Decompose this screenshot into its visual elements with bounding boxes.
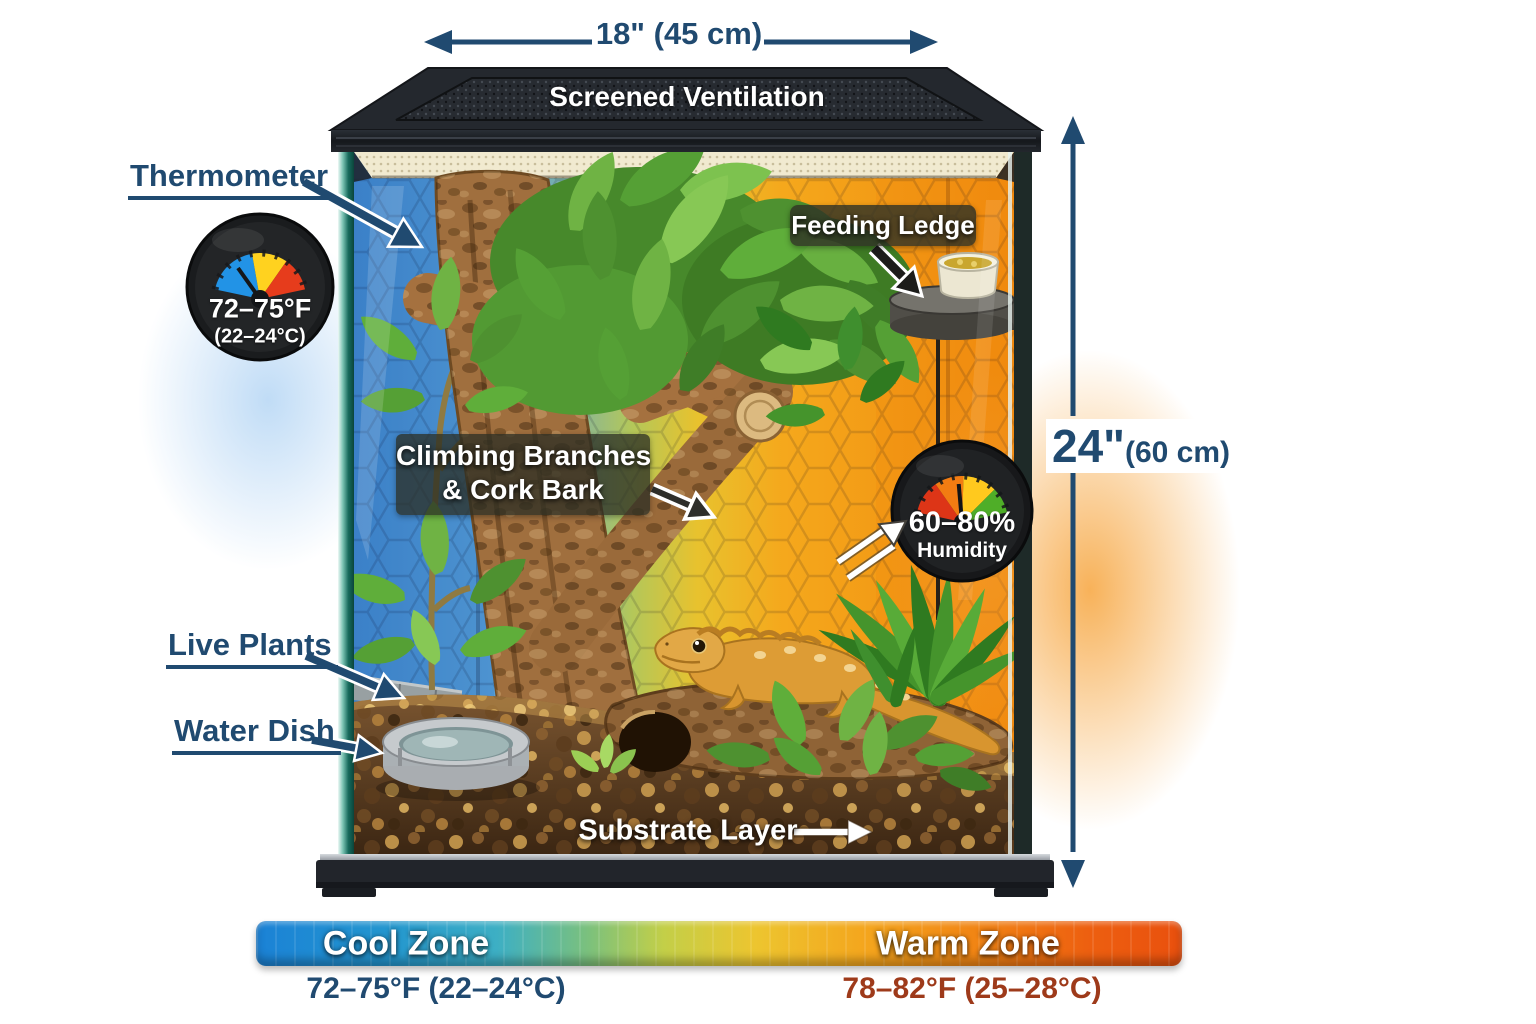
temperature-zone-bar: Cool Zone Warm Zone: [256, 921, 1182, 966]
warm-zone-label: Warm Zone: [876, 924, 1060, 962]
substrate-callout-label: Substrate Layer: [578, 814, 798, 847]
feeding-ledge: [889, 252, 1014, 340]
substrate-arrow-icon: [794, 818, 874, 846]
width-dimension-label: 18" (45 cm): [595, 16, 763, 51]
food-cup: [936, 252, 1000, 299]
cool-zone-label: Cool Zone: [322, 924, 490, 962]
water-dish-arrow-icon: [310, 733, 385, 763]
screened-lid: [327, 67, 1045, 152]
tank-base: [316, 854, 1054, 897]
height-dimension-cm: (60 cm): [1124, 436, 1231, 469]
thermometer-callout-label: Thermometer: [128, 159, 335, 200]
humidity-gauge-label: Humidity: [917, 539, 1007, 562]
climbing-branches-callout-line2: & Cork Bark: [442, 474, 604, 505]
climbing-branches-callout-line1: Climbing Branches: [396, 440, 652, 471]
water-dish-callout-label: Water Dish: [172, 714, 341, 755]
water-dish: [376, 717, 540, 801]
log-hollow: [619, 712, 691, 772]
height-dimension-inches: 24": [1052, 420, 1125, 472]
feeding-ledge-callout: Feeding Ledge: [790, 205, 976, 246]
feeding-ledge-callout-label: Feeding Ledge: [791, 210, 975, 240]
cool-zone-temp: 72–75°F (22–24°C): [306, 972, 566, 1005]
live-plants-arrow-icon: [303, 650, 407, 702]
width-dimension-arrow-icon: [424, 30, 938, 54]
feeding-ledge-arrow-icon: [868, 242, 925, 299]
thermometer-gauge: [185, 212, 335, 362]
thermometer-gauge-range-c: (22–24°C): [214, 325, 306, 348]
live-plants-callout-label: Live Plants: [166, 628, 338, 669]
thermometer-gauge-range-f: 72–75°F: [208, 293, 312, 324]
screened-ventilation-label: Screened Ventilation: [549, 81, 825, 112]
humidity-gauge-value: 60–80%: [908, 506, 1016, 539]
height-dimension-label: 24"(60 cm): [1046, 419, 1237, 473]
warm-zone-temp: 78–82°F (25–28°C): [842, 972, 1102, 1005]
lid-mesh: [395, 77, 984, 121]
thermometer-arrow-icon: [300, 175, 425, 249]
climbing-branches-callout: Climbing Branches & Cork Bark: [396, 434, 652, 515]
height-dimension-arrow-icon: [1061, 116, 1085, 888]
humidity-arrow-icon: [835, 519, 908, 582]
humidity-gauge: [890, 439, 1034, 583]
climbing-branches-arrow-icon: [649, 483, 718, 522]
